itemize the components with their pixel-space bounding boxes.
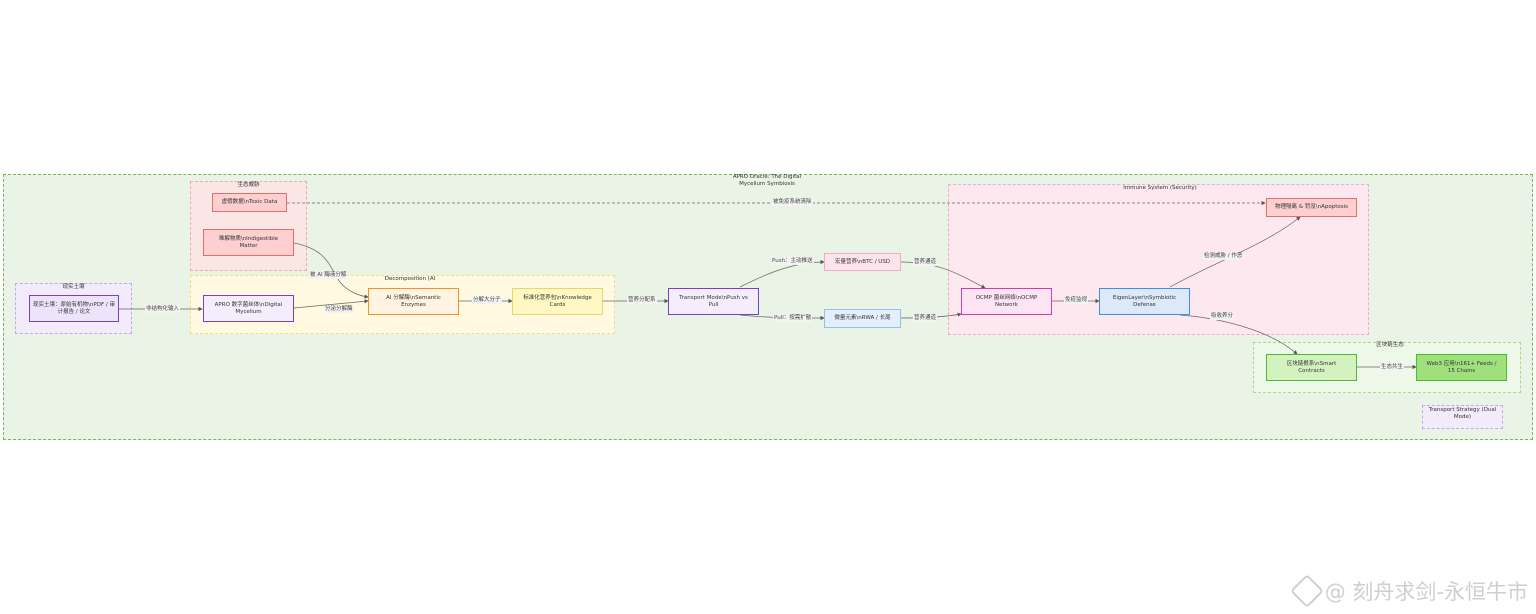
edge-label-nutrient-channel-b: 营养通道	[913, 315, 938, 322]
edge-label-nutrient-distribution: 营养分配系	[627, 297, 657, 304]
node-macro-elements: 宏量营养\nBTC / USD	[824, 253, 901, 271]
node-indigestible-matter: 难解物质\nIndigestible Matter	[203, 229, 294, 256]
edge-label-ai-decompose: 被 AI 酶液分解	[309, 272, 348, 279]
edge-label-structured-input: 非结构化输入	[145, 306, 181, 313]
edge-label-nutrient-channel-a: 营养通道	[913, 259, 938, 266]
group-chain-ecology-label: 区块链生态	[1376, 342, 1404, 348]
edge-label-symbiosis: 生态共生	[1380, 364, 1405, 371]
node-ai-enzymes: AI 分解酶\nSemantic Enzymes	[368, 288, 459, 315]
node-eigenlayer: EigenLayer\nSymbiotic Defense	[1099, 288, 1190, 315]
node-web3-apps: Web3 应用\n161+ Feeds / 15 Chains	[1416, 354, 1507, 381]
edge-macro-to-ocmp	[900, 261, 986, 289]
group-raw-soil-label: 现实土壤	[62, 284, 85, 290]
node-toxic-data: 虚假数据\nToxic Data	[212, 193, 287, 212]
edge-label-detect-threat: 检测威胁 / 作恶	[1203, 253, 1244, 260]
watermark-text: @ 刻舟求剑-永恒牛市	[1324, 580, 1528, 604]
node-raw-soil: 现实土壤：原始有机物\nPDF / 审计报告 / 论文	[29, 295, 119, 322]
edge-label-decompose-molecules: 分解大分子	[472, 297, 502, 304]
edge-indigestible-to-enzyme	[293, 242, 369, 299]
node-smart-contracts: 区块链根系\nSmart Contracts	[1266, 354, 1357, 381]
group-decomposition-label: Decomposition (AI Layer)	[384, 276, 436, 282]
edge-label-secrete-enzymes: 分泌分解酶	[324, 306, 354, 313]
diagram-title: APRO Oracle: The Digital Mycelium Symbio…	[732, 174, 802, 187]
group-ecological-threats-label: 生态威胁	[237, 182, 260, 188]
group-transport-strategy-label: Transport Strategy (Dual Mode)	[1428, 407, 1497, 420]
edge-label-pull: Pull：按需扩散	[773, 315, 813, 322]
edge-label-absorb: 吸收养分	[1210, 313, 1235, 320]
edge-eigen-to-isolation	[1169, 216, 1301, 288]
edge-eigen-to-contracts	[1179, 314, 1298, 355]
node-micro-elements: 微量元素\nRWA / 长尾	[824, 309, 901, 328]
edge-apro-to-enzyme	[293, 299, 369, 309]
node-transport-mode: Transport Mode\nPush vs Pull	[668, 288, 759, 315]
edge-label-consensus-check: 免疫监视	[1064, 297, 1089, 304]
edge-label-push: Push：主动推送	[771, 258, 814, 265]
watermark: @ 刻舟求剑-永恒牛市	[1289, 574, 1528, 608]
node-knowledge-cards: 标准化营养包\nKnowledge Cards	[512, 288, 603, 315]
node-apro-digital-mycelium: APRO 数字菌丝体\nDigital Mycelium	[203, 295, 294, 322]
edge-label-toxic-identified: 被免疫系统清除	[772, 199, 813, 206]
node-physical-isolation: 物理隔离 & 罚没\nApoptosis	[1266, 198, 1357, 217]
node-ocmp-network: OCMP 菌丝网络\nOCMP Network	[961, 288, 1052, 315]
watermark-logo-icon	[1289, 574, 1324, 608]
edge-transport-to-macro	[739, 259, 825, 288]
group-transport-strategy	[1422, 405, 1503, 429]
group-immune-system-label: Immune System (Security)	[1123, 185, 1197, 191]
